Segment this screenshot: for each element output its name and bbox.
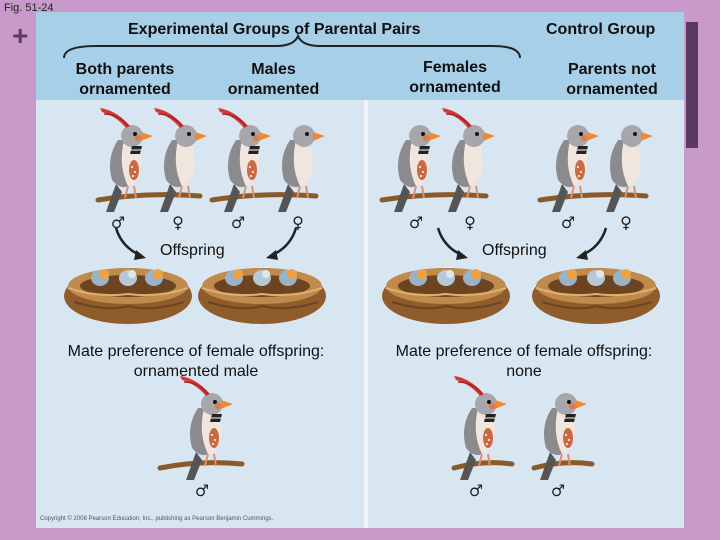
female-symbol: ♀ xyxy=(464,213,476,232)
group-label-none: Parents not ornamented xyxy=(566,61,658,98)
offspring-label-experimental: Offspring xyxy=(160,242,225,259)
preference-control-line1: Mate preference of female offspring: xyxy=(395,343,653,360)
female-finch xyxy=(277,124,326,213)
perch xyxy=(157,460,245,471)
curved-arrow-icon xyxy=(114,226,148,262)
illustration-layer: ♂ ♀ ♂ ♀ ♂ ♀ ♂ ♀ ♂ ♂ ♂ xyxy=(63,107,661,500)
perch xyxy=(209,192,319,203)
male-finch xyxy=(393,124,442,213)
male-symbol: ♂ xyxy=(231,213,245,232)
perch xyxy=(531,460,595,471)
preference-experimental: Mate preference of female offspring: orn… xyxy=(36,342,356,382)
figure-panel: Experimental Groups of Parental Pairs Co… xyxy=(36,12,684,528)
curved-arrow-icon xyxy=(574,226,608,262)
male-finch xyxy=(539,392,588,481)
group-divider xyxy=(364,100,368,528)
male-symbol: ♂ xyxy=(409,213,423,232)
perch xyxy=(451,460,515,471)
nest-icon xyxy=(63,267,193,325)
nest-icon xyxy=(197,267,327,325)
male-symbol: ♂ xyxy=(195,481,209,500)
female-symbol: ♀ xyxy=(172,213,184,232)
nest-icon xyxy=(531,267,661,325)
group-label-females: Females ornamented xyxy=(409,59,501,96)
perch xyxy=(537,192,649,203)
copyright-notice: Copyright © 2008 Pearson Education, Inc.… xyxy=(40,516,274,522)
female-symbol: ♀ xyxy=(292,213,304,232)
male-symbol: ♂ xyxy=(111,213,125,232)
curved-arrow-icon xyxy=(264,226,298,262)
curved-arrow-icon xyxy=(436,226,470,262)
female-finch xyxy=(605,124,654,213)
side-accent-bar xyxy=(686,22,698,148)
preference-experimental-line1: Mate preference of female offspring: xyxy=(67,343,325,360)
header-band xyxy=(36,12,684,100)
group-label-both: Both parents ornamented xyxy=(75,61,175,98)
perch xyxy=(379,192,489,203)
group-label-males: Males ornamented xyxy=(227,61,320,98)
figure-label: Fig. 51-24 xyxy=(4,2,54,14)
male-symbol: ♂ xyxy=(551,481,565,500)
male-symbol: ♂ xyxy=(561,213,575,232)
brace-icon xyxy=(63,33,521,59)
control-group-title: Control Group xyxy=(546,21,656,38)
preference-experimental-line2: ornamented male xyxy=(133,363,259,380)
experimental-groups-title: Experimental Groups of Parental Pairs xyxy=(128,21,421,38)
female-symbol: ♀ xyxy=(620,213,632,232)
male-finch xyxy=(551,124,600,213)
preference-control: Mate preference of female offspring: non… xyxy=(366,342,682,382)
plus-icon: + xyxy=(12,20,29,51)
preference-control-line2: none xyxy=(506,363,542,380)
male-symbol: ♂ xyxy=(469,481,483,500)
nest-icon xyxy=(381,267,511,325)
offspring-label-control: Offspring xyxy=(482,242,547,259)
